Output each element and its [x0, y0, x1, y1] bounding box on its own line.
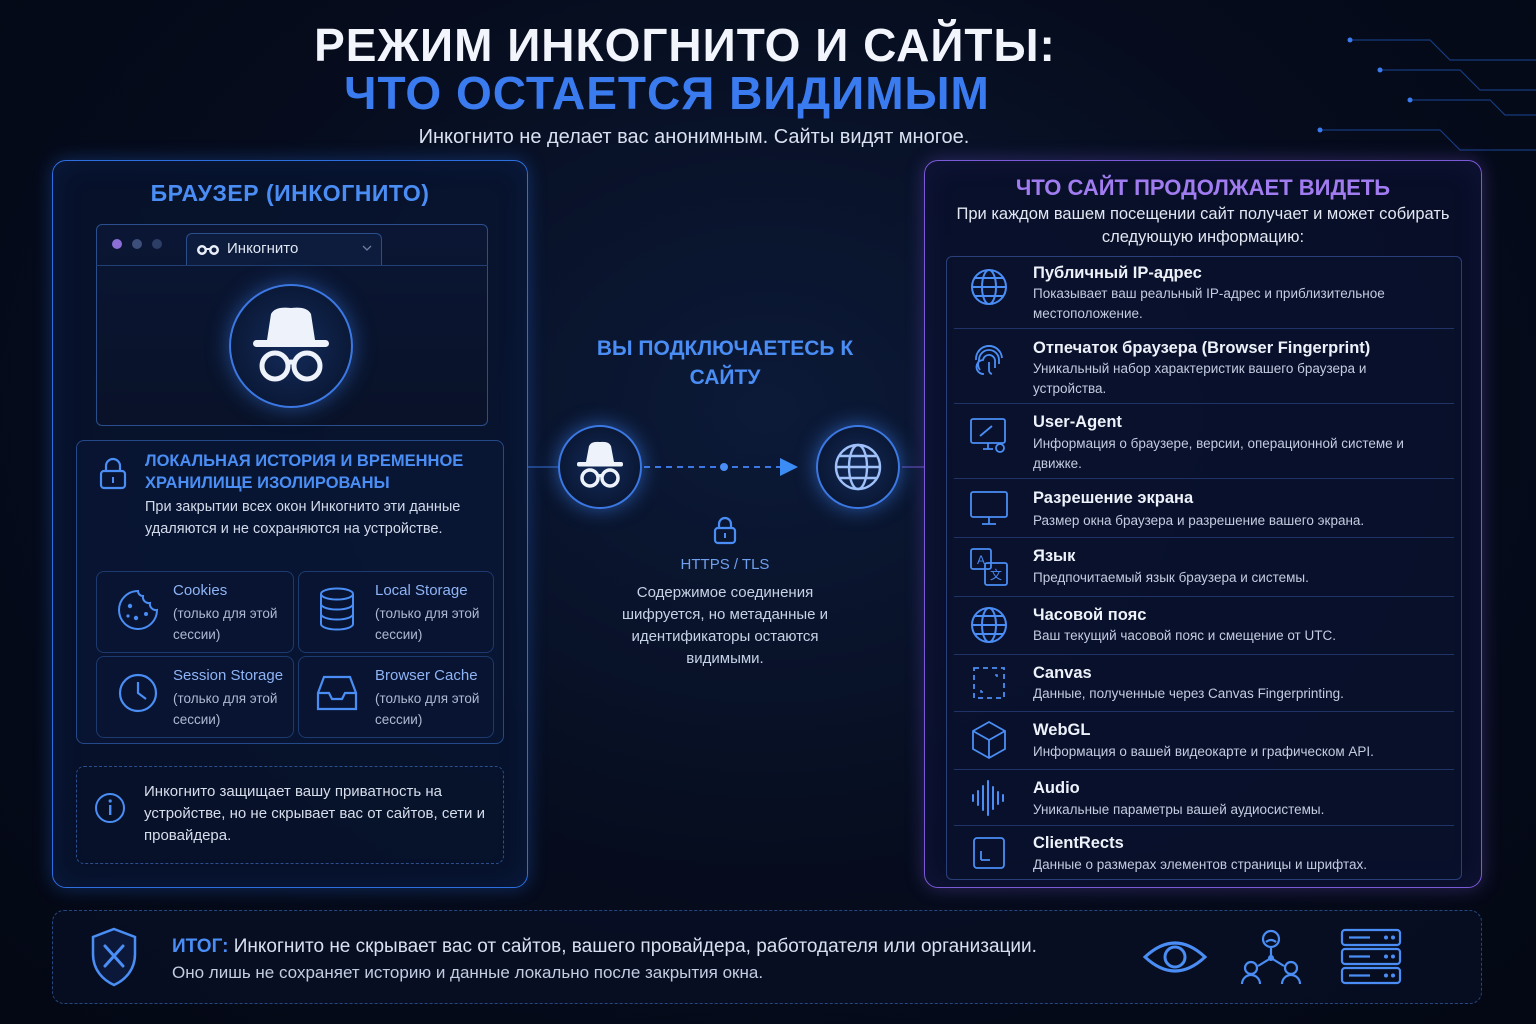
storage-item-session-storage [96, 656, 294, 738]
page-subtitle: Инкогнито не делает вас анонимным. Сайты… [418, 126, 970, 148]
visible-item-description: Показывает ваш реальный IP-адрес и прибл… [1033, 286, 1385, 321]
row-divider [954, 825, 1454, 826]
summary-line-1: ИТОГ: Инкогнито не скрывает вас от сайто… [172, 936, 1037, 958]
monitor-icon [970, 491, 1008, 525]
visible-item-description: Уникальные параметры вашей аудиосистемы. [1033, 802, 1325, 817]
visible-item-description: Информация о вашей видеокарте и графичес… [1033, 744, 1374, 759]
storage-item-title: Cookies [173, 582, 228, 599]
incognito-icon [253, 307, 329, 382]
row-divider [954, 769, 1454, 770]
storage-item-cookies [96, 571, 294, 653]
row-divider [954, 478, 1454, 479]
canvas-icon [973, 667, 1005, 699]
row-divider [954, 654, 1454, 655]
database-icon [320, 587, 354, 631]
window-dot-icon [152, 239, 162, 249]
globe-icon [971, 269, 1007, 305]
row-divider [954, 537, 1454, 538]
info-note-text: Инкогнито защищает вашу приватность на у… [144, 783, 485, 844]
visible-item-title: Отпечаток браузера (Browser Fingerprint) [1033, 339, 1371, 357]
globe-icon [834, 443, 882, 491]
left-panel-heading: БРАУЗЕР (ИНКОГНИТО) [150, 180, 430, 206]
visible-item-title: ClientRects [1033, 834, 1124, 852]
connection-heading: ВЫ ПОДКЛЮЧАЕТЕСЬ К САЙТУ [596, 337, 854, 389]
fingerprint-icon [975, 345, 1003, 375]
cube-icon [972, 720, 1006, 760]
visible-item-title: Audio [1033, 779, 1080, 797]
storage-item-subtitle: (только для этой сессии) [375, 691, 480, 727]
shield-icon [91, 927, 137, 987]
translate-icon: A 文 [970, 548, 1008, 586]
summary-label: ИТОГ: [172, 936, 229, 957]
row-divider [954, 711, 1454, 712]
visible-item-title: User-Agent [1033, 413, 1122, 431]
info-note-box [76, 766, 504, 864]
visible-data-list [946, 256, 1462, 880]
connection-line [528, 458, 924, 476]
monitor-gear-icon [970, 418, 1006, 453]
incognito-glasses-icon [197, 245, 219, 255]
visible-item-description: Данные, полученные через Canvas Fingerpr… [1033, 686, 1344, 701]
visible-item-description: Уникальный набор характеристик вашего бр… [1033, 361, 1367, 396]
page-title-accent: ЧТО ОСТАЕТСЯ ВИДИМЫМ [344, 67, 990, 119]
visible-item-title: WebGL [1033, 721, 1091, 739]
cookie-icon [118, 589, 159, 630]
svg-text:A: A [977, 553, 985, 567]
window-dot-icon [132, 239, 142, 249]
lock-icon [713, 516, 737, 545]
row-divider [954, 403, 1454, 404]
summary-box [52, 910, 1482, 1004]
incognito-icon [577, 441, 623, 488]
chevron-down-icon [362, 245, 372, 251]
page-title: РЕЖИМ ИНКОГНИТО И САЙТЫ: [314, 19, 1056, 71]
rect-icon [973, 837, 1005, 869]
network-users-icon [1240, 929, 1302, 985]
row-divider [954, 328, 1454, 329]
globe-icon [971, 607, 1007, 643]
isolated-storage-title: ЛОКАЛЬНАЯ ИСТОРИЯ И ВРЕМЕННОЕ ХРАНИЛИЩЕ … [145, 452, 464, 492]
visible-item-title: Язык [1033, 547, 1076, 565]
visible-item-description: Ваш текущий часовой пояс и смещение от U… [1033, 628, 1336, 643]
browser-titlebar [96, 224, 488, 266]
row-divider [954, 596, 1454, 597]
storage-item-title: Browser Cache [375, 667, 478, 684]
protocol-label: HTTPS / TLS [680, 556, 770, 573]
window-dot-icon [112, 239, 122, 249]
visible-item-description: Предпочитаемый язык браузера и системы. [1033, 570, 1309, 585]
visible-item-description: Данные о размерах элементов страницы и ш… [1033, 857, 1367, 872]
clock-icon [118, 673, 158, 713]
storage-item-subtitle: (только для этой сессии) [173, 691, 278, 727]
waveform-icon [972, 780, 1004, 816]
isolated-storage-description: При закрытии всех окон Инкогнито эти дан… [145, 499, 461, 537]
svg-text:文: 文 [990, 567, 1002, 582]
summary-text: Инкогнито не скрывает вас от сайтов, ваш… [233, 936, 1037, 957]
info-icon [95, 793, 125, 823]
summary-line-2: Оно лишь не сохраняет историю и данные л… [172, 963, 764, 982]
eye-icon [1142, 941, 1208, 973]
inbox-icon [316, 675, 358, 711]
visible-item-title: Публичный IP-адрес [1033, 264, 1202, 282]
circuit-decoration-icon [1317, 37, 1536, 151]
lock-icon [99, 457, 127, 490]
visible-item-title: Часовой пояс [1033, 606, 1147, 624]
server-icon [1340, 928, 1402, 985]
storage-item-subtitle: (только для этой сессии) [173, 606, 278, 642]
storage-item-local-storage [298, 571, 494, 653]
user-incognito-node [558, 425, 642, 509]
visible-item-description: Размер окна браузера и разрешение вашего… [1033, 513, 1365, 528]
visible-item-description: Информация о браузере, версии, операцион… [1033, 436, 1404, 471]
right-panel-subheading: При каждом вашем посещении сайт получает… [956, 205, 1450, 246]
connection-description: Содержимое соединения шифруется, но мета… [621, 584, 829, 667]
storage-item-subtitle: (только для этой сессии) [375, 606, 480, 642]
storage-item-title: Session Storage [173, 667, 284, 684]
storage-item-title: Local Storage [375, 582, 468, 599]
browser-tab-label: Инкогнито [227, 240, 299, 257]
visible-item-title: Разрешение экрана [1033, 489, 1194, 507]
visible-item-title: Canvas [1033, 664, 1092, 682]
right-panel-heading: ЧТО САЙТ ПРОДОЛЖАЕТ ВИДЕТЬ [1015, 175, 1391, 200]
